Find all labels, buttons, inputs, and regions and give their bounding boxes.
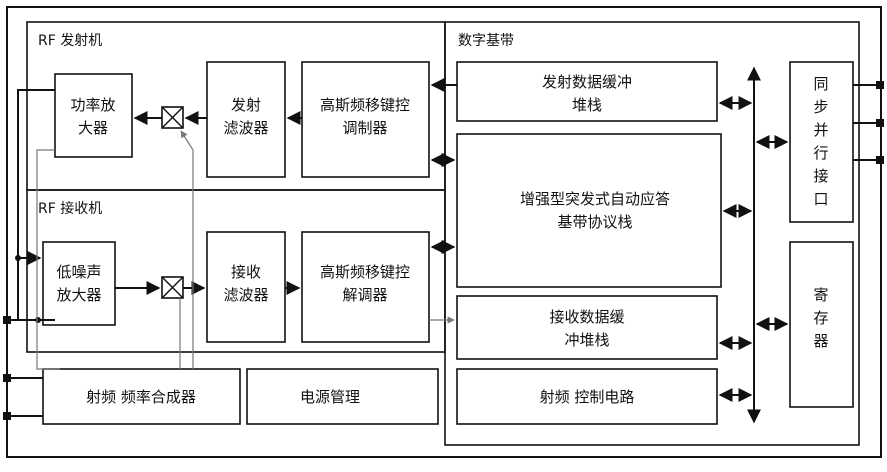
lo-line-tx	[180, 130, 194, 369]
antenna-node	[15, 255, 21, 261]
rx-buffer-label-2: 冲堆栈	[564, 331, 609, 349]
panel-title-rf-transmitter: RF 发射机	[38, 33, 102, 49]
rx-filter-label-1: 接收	[231, 263, 261, 281]
power-amplifier-block	[54, 73, 133, 158]
wire-pa-to-antenna	[17, 89, 55, 320]
spi-pin-1	[876, 81, 884, 89]
registers-block	[789, 241, 854, 408]
rx-buffer-label-1: 接收数据缓	[549, 308, 624, 326]
tx-mixer-icon	[161, 106, 184, 129]
gfsk-modulator-label-2: 调制器	[342, 119, 387, 137]
power-amplifier-label-1: 功率放	[70, 96, 115, 114]
gfsk-demodulator-block	[301, 231, 430, 343]
gfsk-demodulator-label-2: 解调器	[342, 286, 387, 304]
gfsk-modulator-label-1: 高斯频移键控	[320, 96, 410, 114]
registers-label-1: 寄	[813, 286, 828, 304]
power-amplifier-label-2: 大器	[78, 119, 108, 137]
synth-pin-2	[3, 412, 11, 420]
rf-synthesizer-block	[42, 368, 241, 425]
tx-buffer-label-1: 发射数据缓冲	[542, 73, 632, 91]
rx-mixer-icon	[161, 276, 184, 299]
spi-label-1: 同	[813, 75, 828, 93]
synth-pin-1	[3, 374, 11, 382]
panel-title-digital-baseband: 数字基带	[458, 32, 514, 49]
rf-control-block	[456, 368, 718, 425]
tx-filter-label-2: 滤波器	[223, 119, 268, 137]
outer-frame	[6, 6, 882, 458]
rx-buffer-block	[456, 295, 718, 360]
rf-synthesizer-label: 射频 频率合成器	[86, 388, 196, 406]
lna-label-1: 低噪声	[56, 263, 101, 281]
registers-label-3: 器	[813, 332, 828, 350]
spi-label-5: 接	[813, 167, 828, 185]
rx-filter-label-2: 滤波器	[223, 286, 268, 304]
spi-label-4: 行	[813, 144, 828, 162]
gfsk-demodulator-label-1: 高斯频移键控	[320, 263, 410, 281]
spi-pin-3	[876, 156, 884, 164]
antenna-pin	[3, 316, 11, 324]
protocol-stack-label-2: 基带协议栈	[557, 213, 632, 231]
spi-label-3: 并	[813, 121, 828, 139]
panel-digital-baseband	[444, 21, 860, 446]
tx-filter-label-1: 发射	[231, 96, 261, 114]
spi-pin-2	[876, 119, 884, 127]
registers-label-2: 存	[813, 309, 828, 327]
gfsk-modulator-block	[301, 61, 430, 178]
tx-filter-block	[206, 61, 286, 178]
panel-title-rf-receiver: RF 接收机	[38, 200, 102, 217]
protocol-stack-block	[456, 133, 722, 288]
power-management-block	[246, 368, 439, 425]
rx-filter-block	[206, 231, 286, 343]
lna-block	[42, 241, 116, 326]
spi-label-6: 口	[813, 190, 828, 208]
tx-buffer-label-2: 堆栈	[572, 96, 602, 114]
lo-line-pa-bias	[36, 149, 60, 370]
protocol-stack-label-1: 增强型突发式自动应答	[520, 190, 670, 208]
tx-buffer-block	[456, 61, 718, 122]
power-management-label: 电源管理	[300, 388, 360, 406]
spi-label-2: 步	[813, 98, 828, 116]
lna-label-2: 放大器	[56, 286, 101, 304]
rf-control-label: 射频 控制电路	[540, 388, 635, 406]
spi-block	[789, 61, 854, 223]
